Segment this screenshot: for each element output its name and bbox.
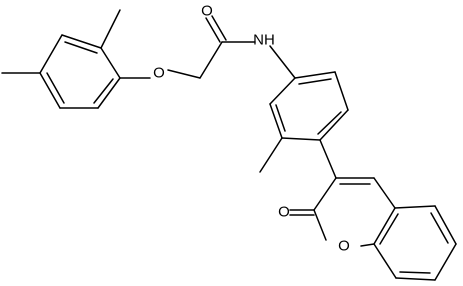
carbonyl-double-bond-2: [211, 15, 227, 41]
methyl-bond-center: [259, 137, 283, 173]
lactone-carbonyl-oxygen-text: O: [278, 204, 290, 221]
amide-oxygen-label: O: [201, 3, 213, 20]
amide-nitrogen-text: NH: [253, 32, 275, 49]
n-aryl-bond: [269, 45, 296, 79]
amide-nitrogen-label: NH: [253, 32, 275, 49]
methyl-bond-top: [100, 9, 121, 49]
amide-oxygen-text: O: [201, 3, 213, 20]
methylphenyl-ring: [269, 71, 349, 141]
ring-oxygen-label: O: [338, 238, 350, 255]
ether-oxygen-text: O: [153, 65, 165, 82]
ether-bond-ch2: [167, 69, 201, 79]
coumarin-ring: [313, 177, 457, 281]
lactone-carbonyl-oxygen-label: O: [278, 204, 290, 221]
ch2-carbonyl-bond: [199, 41, 223, 79]
ring-oxygen-text: O: [338, 238, 350, 255]
biaryl-bond: [319, 139, 337, 179]
ether-oxygen-label: O: [153, 65, 165, 82]
dimethylphenyl-ring: [39, 34, 121, 109]
carbonyl-double-bond-1: [205, 17, 221, 43]
